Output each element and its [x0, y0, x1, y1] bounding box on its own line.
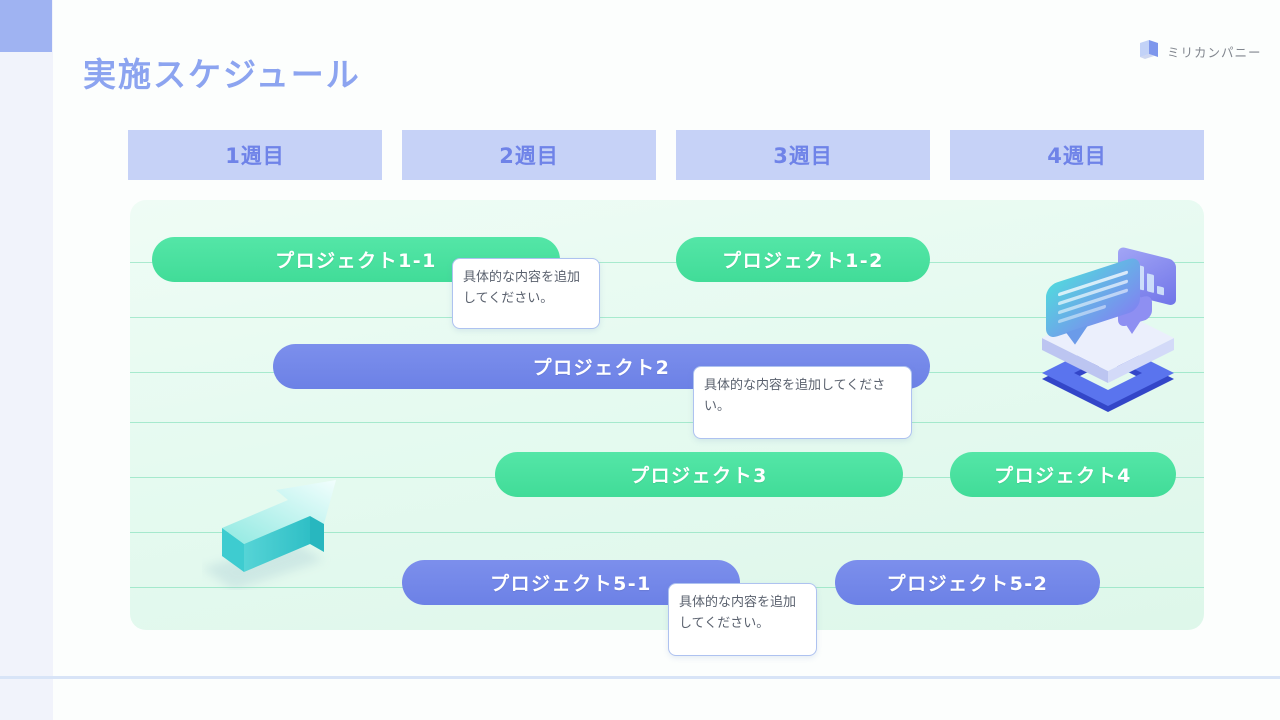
company-logo-text: ミリカンパニー	[1167, 44, 1262, 60]
company-logo-icon	[1138, 38, 1160, 64]
week-header-1: 1週目	[128, 130, 382, 180]
panel-gridline	[130, 317, 1204, 318]
panel-gridline	[130, 422, 1204, 423]
annotation-note: 具体的な内容を追加してください。	[668, 583, 817, 656]
project-bar: プロジェクト3	[495, 452, 903, 497]
week-header-2: 2週目	[402, 130, 656, 180]
page-title: 実施スケジュール	[83, 55, 361, 94]
project-bar: プロジェクト4	[950, 452, 1176, 497]
week-header-4: 4週目	[950, 130, 1204, 180]
project-bar: プロジェクト5-2	[835, 560, 1100, 605]
annotation-note: 具体的な内容を追加してください。	[693, 366, 912, 439]
chat-analytics-3d-icon	[1020, 228, 1190, 417]
project-bar: プロジェクト1-2	[676, 237, 930, 282]
corner-accent-square	[0, 0, 52, 52]
week-header-3: 3週目	[676, 130, 930, 180]
left-rail-decoration	[0, 0, 53, 720]
panel-gridline	[130, 262, 1204, 263]
annotation-note: 具体的な内容を追加してください。	[452, 258, 600, 329]
company-logo: ミリカンパニー	[1138, 38, 1262, 64]
panel-gridline	[130, 532, 1204, 533]
arrow-3d-icon	[202, 450, 362, 594]
footer-divider-line	[0, 676, 1280, 679]
